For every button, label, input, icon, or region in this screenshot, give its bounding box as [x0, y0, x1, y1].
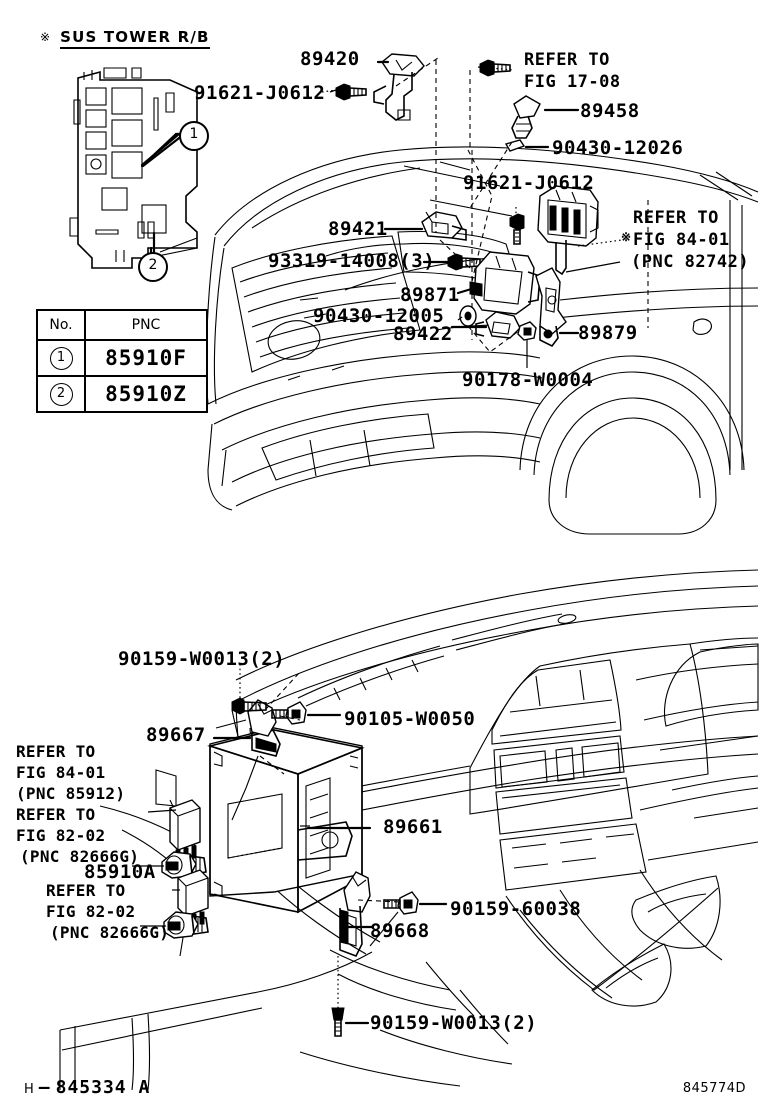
- part-91621-j0612-mid-bolt: [509, 213, 525, 245]
- part-89879-drawing: [535, 267, 567, 348]
- refer-84-01-b-line1: REFER TO: [16, 742, 96, 761]
- part-89871-drawing: [469, 251, 541, 315]
- leader-89871: [456, 285, 480, 295]
- pnc-table: No. PNC 1 85910F 2 85910Z: [36, 309, 208, 413]
- label-90105-w0050: 90105-W0050: [344, 708, 476, 730]
- refer-82-02-b-line2: FIG 82-02: [46, 902, 136, 921]
- pnc-row-2-no: 2: [36, 375, 86, 413]
- leader-refer-84-01-b: [147, 809, 177, 813]
- refer-17-08-line1: REFER TO: [524, 50, 610, 70]
- lower-diagram-artwork: [59, 569, 759, 1090]
- connector-82666g-upper-drawing: [161, 851, 207, 879]
- refer-84-01-line2: FIG 84-01: [633, 230, 730, 250]
- label-91621-j0612-mid: 91621-J0612: [463, 172, 595, 194]
- refer-84-01-b-line3: (PNC 85912): [16, 784, 126, 803]
- relay-slot-2: [141, 204, 167, 234]
- circled-number-1: 1: [49, 347, 73, 370]
- pnc-header-no: No.: [36, 309, 86, 341]
- part-89458-drawing: [511, 95, 541, 139]
- leader-91621-upper: [329, 89, 337, 93]
- table-row: 1 85910F: [36, 339, 208, 377]
- part-89661-ecu-drawing: [207, 727, 365, 914]
- part-fig84-01-relay-drawing: [537, 185, 599, 276]
- part-90105-w0050-bolt: [271, 701, 307, 725]
- refer-84-01-b-line2: FIG 84-01: [16, 763, 106, 782]
- label-90159-60038: 90159-60038: [450, 898, 582, 920]
- part-89422-drawing: [475, 311, 521, 339]
- asterisk-marker-icon: ※: [40, 29, 51, 44]
- relay-block-84-01-drawing: [169, 799, 201, 863]
- part-89668-drawing: [339, 871, 371, 958]
- label-90159-w0013-bot: 90159-W0013(2): [370, 1012, 538, 1034]
- label-89879: 89879: [578, 322, 638, 344]
- circled-number-2: 2: [49, 383, 73, 406]
- refer-82-02-a-line2: FIG 82-02: [16, 826, 106, 845]
- footer-right-code: 845774D: [682, 1081, 746, 1096]
- label-91621-j0612-upper: 91621-J0612: [194, 82, 326, 104]
- callout-1: 1: [179, 121, 209, 151]
- refer-84-01-line3: (PNC 82742): [631, 252, 750, 272]
- part-fig17-08-bolt: [479, 59, 511, 77]
- part-90159-w0013-upper-bolt: [231, 697, 267, 715]
- label-90159-w0013-top: 90159-W0013(2): [118, 648, 286, 670]
- junction-box-drawing: [69, 67, 198, 269]
- pnc-table-header-row: No. PNC: [36, 309, 208, 341]
- refer-84-01-marker-icon: ※: [621, 230, 632, 244]
- label-93319-14008: 93319-14008(3): [268, 250, 436, 272]
- label-89871: 89871: [400, 284, 460, 306]
- leader-fig17-08: [477, 66, 515, 71]
- part-93319-14008-drawing: [447, 253, 481, 271]
- part-90178-w0004-drawing: [517, 321, 537, 341]
- callout-2: 2: [138, 252, 168, 282]
- part-90159-w0013-lower-bolt: [331, 1007, 345, 1037]
- leader-callout-1: [140, 132, 181, 167]
- refer-82-02-b-line3: (PNC 82666G): [50, 923, 170, 942]
- part-89667-drawing: [247, 699, 281, 757]
- footer-prefix: H: [24, 1082, 34, 1097]
- part-91621-j0612-upper-bolt: [335, 83, 367, 101]
- label-89420: 89420: [300, 48, 360, 70]
- section-header: ※ SUS TOWER R/B: [40, 28, 210, 49]
- label-89458: 89458: [580, 100, 640, 122]
- label-90178-w0004: 90178-W0004: [462, 369, 594, 391]
- refer-84-01-line1: REFER TO: [633, 208, 719, 228]
- label-89422: 89422: [393, 323, 453, 345]
- footer-left: H – 845334 A: [24, 1077, 150, 1098]
- relay-85910a-drawing: [177, 869, 209, 929]
- pnc-row-1-no: 1: [36, 339, 86, 377]
- upper-diagram-artwork: [69, 53, 759, 535]
- refer-82-02-b-line1: REFER TO: [46, 881, 126, 900]
- label-89421: 89421: [328, 218, 388, 240]
- part-89420-drawing: [373, 53, 425, 121]
- connector-82666g-lower-drawing: [163, 911, 209, 939]
- label-89668: 89668: [370, 920, 430, 942]
- refer-17-08-line2: FIG 17-08: [524, 72, 621, 92]
- refer-82-02-a-line3: (PNC 82666G): [20, 847, 140, 866]
- refer-82-02-a-line1: REFER TO: [16, 805, 96, 824]
- footer-number: 845334 A: [55, 1077, 151, 1098]
- pnc-header-pnc: PNC: [84, 309, 208, 341]
- part-90430-12026-drawing: [504, 139, 526, 152]
- pnc-row-1-value: 85910F: [84, 339, 208, 377]
- label-90430-12026: 90430-12026: [552, 137, 684, 159]
- leader-fig84-01: [577, 239, 623, 247]
- part-89421-drawing: [421, 211, 467, 241]
- label-90430-12005: 90430-12005: [313, 305, 445, 327]
- table-row: 2 85910Z: [36, 375, 208, 413]
- part-90159-60038-bolt: [383, 891, 419, 915]
- label-85910a: 85910A: [84, 861, 156, 883]
- label-89661: 89661: [383, 816, 443, 838]
- leader-90430-12005: [457, 316, 463, 321]
- vehicle-front-end-drawing: [205, 146, 759, 535]
- relay-slot-1: [111, 151, 143, 179]
- pnc-row-2-value: 85910Z: [84, 375, 208, 413]
- footer-dash: –: [38, 1077, 51, 1098]
- part-90430-12005-drawing: [459, 305, 477, 327]
- section-header-title: SUS TOWER R/B: [60, 28, 210, 49]
- label-89667: 89667: [146, 724, 206, 746]
